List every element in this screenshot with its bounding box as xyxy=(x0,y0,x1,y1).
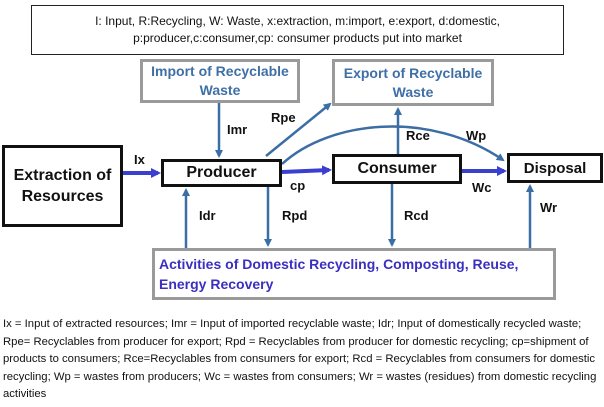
rpe-arrow xyxy=(265,102,332,157)
domestic-recycling-box: Activities of Domestic Recycling, Compos… xyxy=(152,248,556,300)
wr-label: Wr xyxy=(540,200,558,215)
export-label-2: Waste xyxy=(392,83,434,100)
consumer-box: Consumer xyxy=(332,154,462,184)
wp-arrow xyxy=(281,125,505,165)
import-box: Import of Recyclable Waste xyxy=(140,59,300,103)
export-label-1: Export of Recyclable xyxy=(343,64,483,81)
cp-arrow xyxy=(281,165,332,176)
legend-line-1: I: Input, R:Recycling, W: Waste, x:extra… xyxy=(95,14,500,28)
extraction-label-1: Extraction of xyxy=(13,167,112,184)
idr-label: Idr xyxy=(199,208,216,223)
rpd-label: Rpd xyxy=(282,208,308,223)
disposal-box: Disposal xyxy=(507,153,603,183)
rcd-label: Rcd xyxy=(404,208,429,223)
rpe-label: Rpe xyxy=(271,110,296,125)
wp-label: Wp xyxy=(466,128,487,143)
cp-label: cp xyxy=(290,178,306,193)
producer-box: Producer xyxy=(161,159,282,187)
extraction-label-2: Resources xyxy=(21,188,104,205)
wc-label: Wc xyxy=(472,180,492,195)
legend-line-2: p:producer,c:consumer,cp: consumer produ… xyxy=(133,31,462,45)
rce-label: Rce xyxy=(406,128,430,143)
export-box: Export of Recyclable Waste xyxy=(332,59,494,106)
import-label-2: Waste xyxy=(199,82,241,98)
legend-box: I: Input, R:Recycling, W: Waste, x:extra… xyxy=(31,5,564,55)
import-label-1: Import of Recyclable xyxy=(151,63,289,79)
ix-label: Ix xyxy=(134,152,145,167)
figure-caption: Ix = Input of extracted resources; Imr =… xyxy=(3,318,597,400)
imr-label: Imr xyxy=(227,122,248,137)
extraction-box: Extraction of Resources xyxy=(2,145,123,227)
